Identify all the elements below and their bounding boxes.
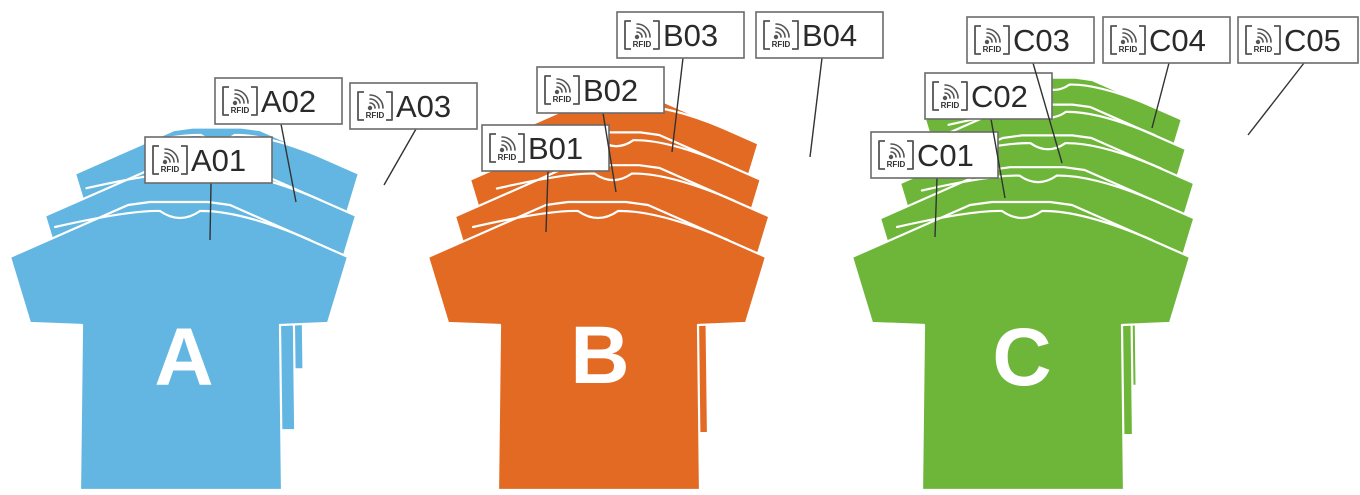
tag-leader-line <box>210 183 211 240</box>
tag-id-label: B03 <box>663 18 718 53</box>
rfid-label: RFID <box>941 101 960 110</box>
tag-id-label: C05 <box>1284 23 1341 58</box>
tag-id-label: A02 <box>261 84 316 119</box>
group-letter-b: B <box>570 310 629 401</box>
tag-id-label: B04 <box>802 18 857 53</box>
rfid-label: RFID <box>1119 45 1138 54</box>
tag-id-label: B01 <box>528 131 583 166</box>
rfid-label: RFID <box>887 160 906 169</box>
rfid-label: RFID <box>231 106 250 115</box>
tag-leader-line <box>810 58 822 157</box>
rfid-tag-a03: RFID A03 <box>350 83 477 185</box>
tag-id-label: B02 <box>583 73 638 108</box>
tag-id-label: C02 <box>971 79 1028 114</box>
rfid-label: RFID <box>633 40 652 49</box>
rfid-label: RFID <box>161 165 180 174</box>
group-letter-a: A <box>154 312 213 403</box>
tag-id-label: A01 <box>191 143 246 178</box>
tag-id-label: C03 <box>1013 23 1070 58</box>
tag-id-label: C01 <box>917 138 974 173</box>
tag-leader-line <box>1248 63 1304 135</box>
rfid-label: RFID <box>366 111 385 120</box>
rfid-tag-c05: RFID C05 <box>1238 17 1358 135</box>
rfid-tag-b04: RFID B04 <box>756 12 883 157</box>
rfid-label: RFID <box>1254 45 1273 54</box>
rfid-label: RFID <box>498 153 517 162</box>
tag-id-label: C04 <box>1149 23 1206 58</box>
rfid-label: RFID <box>772 40 791 49</box>
tag-leader-line <box>384 129 416 185</box>
rfid-label: RFID <box>983 45 1002 54</box>
rfid-label: RFID <box>553 95 572 104</box>
tag-id-label: A03 <box>396 89 451 124</box>
group-letter-c: C <box>992 312 1051 403</box>
